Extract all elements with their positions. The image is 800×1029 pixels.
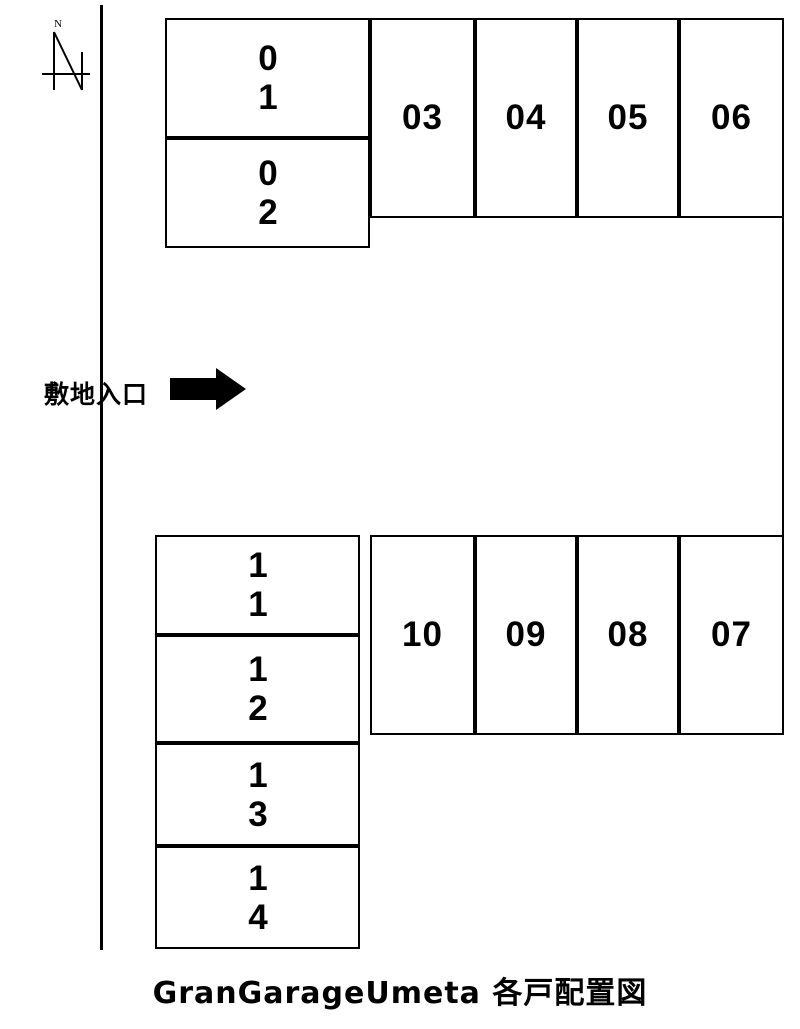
unit-06[interactable]: 06 — [679, 18, 784, 218]
unit-08[interactable]: 08 — [577, 535, 679, 735]
diagram-title: GranGarageUmeta 各戸配置図 — [152, 976, 648, 1011]
unit-03[interactable]: 03 — [370, 18, 475, 218]
unit-14[interactable]: 14 — [155, 846, 360, 949]
entrance-arrow-icon — [170, 368, 248, 410]
unit-01[interactable]: 01 — [165, 18, 370, 138]
unit-label: 11 — [238, 546, 278, 624]
unit-11[interactable]: 11 — [155, 535, 360, 635]
site-boundary-line — [100, 5, 103, 950]
unit-10[interactable]: 10 — [370, 535, 475, 735]
unit-07[interactable]: 07 — [679, 535, 784, 735]
unit-label: 04 — [505, 98, 547, 137]
unit-label: 02 — [248, 154, 288, 232]
unit-label: 07 — [711, 615, 752, 654]
unit-label: 03 — [402, 98, 443, 137]
unit-13[interactable]: 13 — [155, 743, 360, 846]
unit-label: 10 — [402, 615, 443, 654]
unit-label: 14 — [238, 858, 278, 937]
entrance-label: 敷地入口 — [44, 380, 149, 409]
north-arrow-icon: N — [24, 18, 90, 94]
unit-label: 08 — [607, 615, 649, 654]
unit-12[interactable]: 12 — [155, 635, 360, 743]
unit-label: 12 — [238, 650, 278, 728]
unit-02[interactable]: 02 — [165, 138, 370, 248]
unit-09[interactable]: 09 — [475, 535, 577, 735]
unit-label: 09 — [505, 615, 547, 654]
unit-label: 06 — [711, 98, 752, 137]
unit-04[interactable]: 04 — [475, 18, 577, 218]
yard-right-boundary — [782, 218, 784, 537]
compass-north-label: N — [54, 18, 62, 30]
unit-label: 05 — [607, 98, 649, 137]
unit-label: 01 — [248, 39, 288, 117]
unit-label: 13 — [238, 755, 278, 834]
unit-05[interactable]: 05 — [577, 18, 679, 218]
